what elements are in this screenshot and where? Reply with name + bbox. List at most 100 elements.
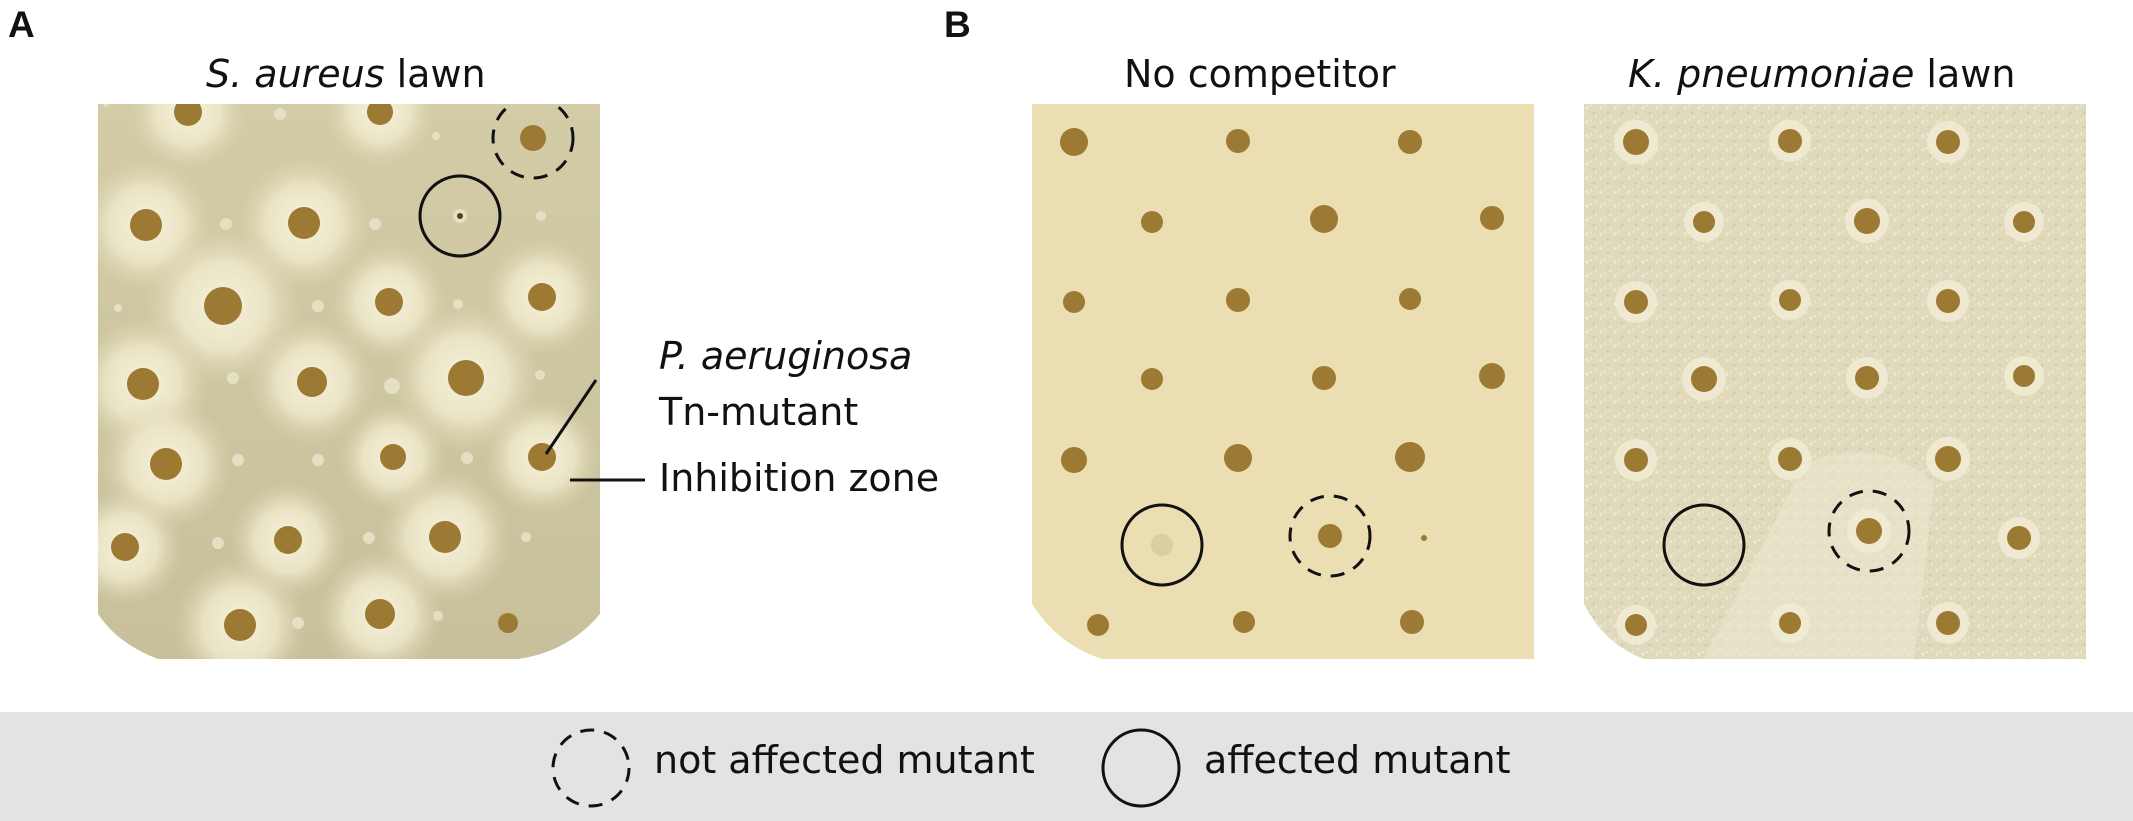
panel-b-left-title: No competitor [1124,52,1396,96]
colony [1151,534,1173,556]
colony [292,617,304,629]
legend: not affected mutant affected mutant [0,712,2133,821]
colony [204,287,242,325]
colony [432,132,440,140]
colony [384,378,400,394]
plate-b-right-not-affected-marker [1827,489,1911,573]
colony [375,288,403,316]
colony [1691,366,1717,392]
legend-not-affected-label: not affected mutant [654,738,1035,782]
colony [312,454,324,466]
dashed-circle-icon [551,728,631,808]
colony [297,367,327,397]
colony [227,372,239,384]
plate-b-right-affected-marker [1662,503,1746,587]
colony [1310,205,1338,233]
colony [2013,365,2035,387]
plate-s-aureus-lawn [98,104,600,659]
colony [448,360,484,396]
inhibition-zone [98,488,184,606]
colony [232,454,244,466]
colony [1312,366,1336,390]
panel-a-title-suffix: lawn [384,52,486,96]
colony [212,537,224,549]
annotation-lines [544,379,645,482]
plate-b-left-affected-marker [1120,503,1204,587]
colony [536,211,546,221]
plate-b-left-agar [1032,104,1534,659]
panel-b-right-title-suffix: lawn [1914,52,2016,96]
plate-a-affected-marker [418,174,502,258]
colony [461,452,473,464]
colony [1479,363,1505,389]
colony [1779,289,1801,311]
panel-b-letter: B [944,4,971,45]
colony [1141,211,1163,233]
colony [274,526,302,554]
colony [1625,614,1647,636]
colony [130,209,162,241]
colony [457,213,463,219]
colony [1395,442,1425,472]
colony [1936,289,1960,313]
colony [174,104,202,126]
colony [2007,526,2031,550]
colony [363,532,375,544]
plate-k-pneumoniae-lawn [1584,104,2086,659]
colony [433,611,443,621]
plate-no-competitor [1032,104,1534,659]
colony [224,609,256,641]
colony [1399,288,1421,310]
colony [453,299,463,309]
colony [1624,448,1648,472]
plate-b-right-agar [1584,104,2086,659]
legend-affected-label: affected mutant [1204,738,1511,782]
colony [1318,524,1342,548]
colony [369,218,381,230]
annotation-inhibition-zone: Inhibition zone [659,456,940,500]
colony [1226,288,1250,312]
colony [150,448,182,480]
colony [288,207,320,239]
colony [535,370,545,380]
colony [274,108,286,120]
colony [365,599,395,629]
colony [1855,366,1879,390]
panel-a-letter: A [8,4,35,45]
colony [1400,610,1424,634]
colony [220,218,232,230]
colony [1060,128,1088,156]
annotation-mutant: P. aeruginosa Tn-mutant [659,328,912,440]
colony [111,533,139,561]
plate-b-left-not-affected-marker [1288,494,1372,578]
panel-a-title: S. aureus lawn [206,52,486,96]
panel-b-right-title-species: K. pneumoniae [1628,52,1915,96]
colony [103,104,109,107]
colony [1226,129,1250,153]
colony [1935,446,1961,472]
solid-circle-icon [1101,728,1181,808]
colony [1087,614,1109,636]
annotation-mutant-label: Tn-mutant [659,390,859,434]
plate-b-right-colonies [1614,120,2044,645]
colony [2013,211,2035,233]
colony [1693,211,1715,233]
colony [1936,130,1960,154]
colony [114,304,122,312]
colony [1624,290,1648,314]
mutant-pointer-line [544,379,598,455]
colony [1779,612,1801,634]
plate-a-not-affected-marker [491,104,575,180]
colony [380,444,406,470]
plate-b-left-colonies [1060,128,1505,636]
colony [498,613,518,633]
colony [1856,518,1882,544]
colony [429,521,461,553]
colony [1778,447,1802,471]
colony [1061,447,1087,473]
colony [1063,291,1085,313]
colony [1233,611,1255,633]
colony [1936,611,1960,635]
panel-b-right-title: K. pneumoniae lawn [1628,52,2015,96]
inhibition-zone [129,104,247,171]
